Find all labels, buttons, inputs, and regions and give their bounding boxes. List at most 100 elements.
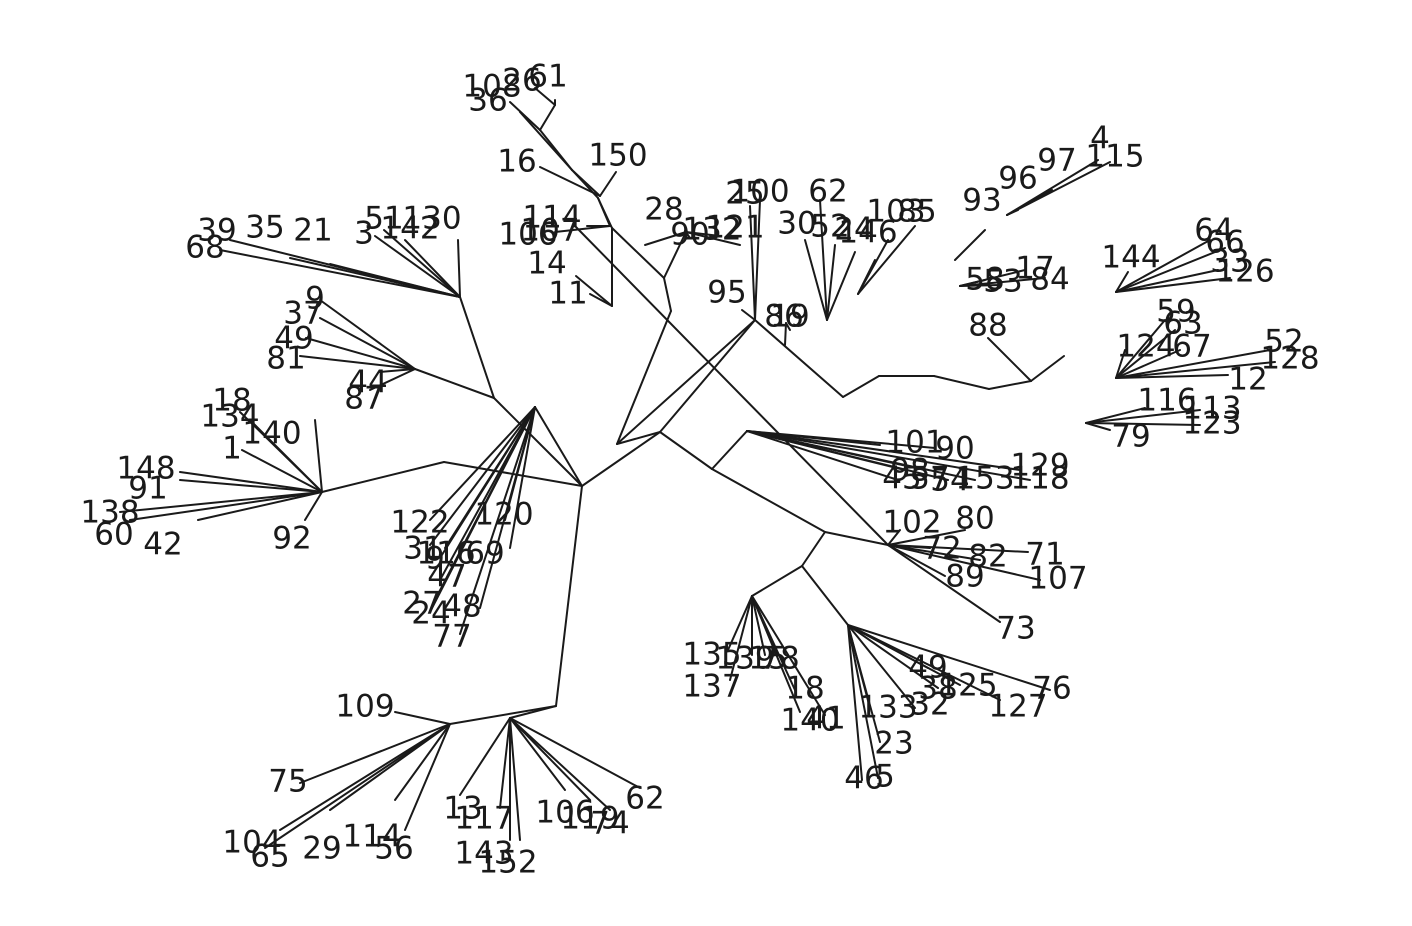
tree-edge-L92 [304, 491, 323, 521]
leaf-label: 33 [1210, 244, 1249, 280]
leaf-label: 129 [1010, 448, 1069, 484]
leaf-label: 114 [342, 819, 401, 855]
tree-edge-L150 [599, 171, 617, 197]
leaf-label: 18 [212, 383, 251, 419]
leaf-label: 64 [1194, 213, 1233, 249]
leaf-label: 88 [968, 308, 1007, 344]
leaf-label: 107 [520, 213, 579, 249]
tree-edge-L65 [264, 723, 451, 849]
leaf-label: 119 [560, 801, 619, 837]
tree-edge-L75 [299, 723, 451, 784]
tree-edge-L51 [383, 229, 461, 298]
tree-edge-L123 [1085, 422, 1201, 426]
leaf-label: 5 [875, 759, 895, 795]
leaf-label: 17 [1015, 251, 1054, 287]
tree-edge-L100 [754, 199, 761, 321]
tree-edge-n6-n35 [711, 468, 826, 533]
leaf-label: 68 [185, 230, 224, 266]
leaf-label: 142 [380, 211, 439, 247]
leaf-label: 85 [897, 194, 936, 230]
leaf-label: 150 [588, 138, 647, 174]
tree-edge-L60 [129, 491, 323, 521]
leaf-label: 39 [197, 213, 236, 249]
leaf-label: 63 [1163, 306, 1202, 342]
leaf-label: 132 [682, 212, 741, 248]
leaf-label: 138 [80, 495, 139, 531]
leaf-label: 118 [1010, 461, 1069, 497]
tree-edge-L11 [589, 293, 613, 307]
tree-edge-L53 [959, 284, 1001, 287]
leaf-label: 29 [302, 831, 341, 867]
leaf-label: 115 [1085, 139, 1144, 175]
leaf-label: 102 [882, 505, 941, 541]
tree-edge-L29 [329, 723, 451, 811]
tree-edge-L116 [1085, 407, 1146, 424]
leaf-label: 89 [945, 559, 984, 595]
tree-edge-L106 [554, 225, 611, 233]
leaf-label: 62 [625, 781, 664, 817]
leaf-label: 54 [930, 463, 969, 499]
tree-edge-L38 [847, 624, 939, 689]
tree-edge-L144 [1115, 271, 1129, 293]
leaf-label: 144 [1101, 240, 1160, 276]
tree-edge-L80 [887, 529, 966, 546]
tree-edge-L10 [509, 101, 541, 131]
tree-edge-L118 [746, 430, 1031, 481]
leaf-label: 13 [443, 791, 482, 827]
tree-edge-L82 [887, 544, 981, 561]
leaf-label: 98 [890, 453, 929, 489]
leaf-label: 72 [922, 531, 961, 567]
leaf-label: 15 [748, 641, 787, 677]
leaf-label: 42 [143, 527, 182, 563]
leaf-label: 44 [348, 365, 387, 401]
leaf-label: 69 [465, 536, 504, 572]
leaf-label: 84 [1030, 262, 1069, 298]
leaf-label: 62 [808, 174, 847, 210]
tree-edge-L45 [746, 430, 899, 481]
tree-edge-L140b [314, 419, 323, 493]
leaf-label: 35 [245, 210, 284, 246]
tree-edge-n41-n45 [321, 461, 445, 493]
tree-edge-n2-n40 [493, 397, 583, 487]
tree-edge-L23 [847, 624, 881, 743]
leaf-label: 100 [730, 174, 789, 210]
leaf-label: 133 [858, 690, 917, 726]
tree-edge-L31 [429, 406, 536, 546]
leaf-label: 11 [548, 276, 587, 312]
tree-edge-L26 [534, 87, 556, 106]
tree-edge-L153 [746, 430, 976, 481]
tree-edge-L77 [459, 406, 536, 635]
tree-edge-n2-n42 [555, 485, 583, 707]
tree-edge-n40-n44 [459, 296, 495, 399]
leaf-label: 76 [1032, 671, 1071, 707]
tree-edge-L49b [305, 337, 416, 370]
tree-edge-n3-n5 [663, 277, 672, 312]
tree-edge-L69 [509, 406, 536, 549]
leaf-label: 92 [272, 521, 311, 557]
leaf-label: 38 [918, 671, 957, 707]
leaf-label: 9 [305, 281, 325, 317]
tree-edge-L122 [429, 406, 536, 521]
tree-edge-L79 [1085, 422, 1111, 431]
tree-edge-n1-n3 [616, 310, 672, 445]
leaf-label: 52 [810, 209, 849, 245]
tree-edge-L12 [1115, 374, 1229, 379]
leaf-label: 91 [128, 471, 167, 507]
tree-edge-L86 [784, 322, 787, 346]
tree-edge-L64 [1115, 239, 1211, 293]
leaf-label: 27 [402, 586, 441, 622]
tree-edge-L124 [1115, 349, 1126, 379]
leaf-label: 78 [760, 641, 799, 677]
leaf-label: 106 [498, 217, 557, 253]
leaf-label: 56 [374, 831, 413, 867]
tree-edge-L30 [519, 111, 573, 171]
tree-edge-L37 [319, 317, 416, 370]
tree-edge-L85 [857, 225, 916, 295]
leaf-label: 73 [996, 611, 1035, 647]
leaf-label: 49 [274, 321, 313, 357]
tree-edge-L16 [539, 166, 601, 197]
leaf-label: 16 [497, 144, 536, 180]
tree-edge-L21b [329, 263, 461, 298]
tree-edge-L95 [741, 309, 756, 321]
